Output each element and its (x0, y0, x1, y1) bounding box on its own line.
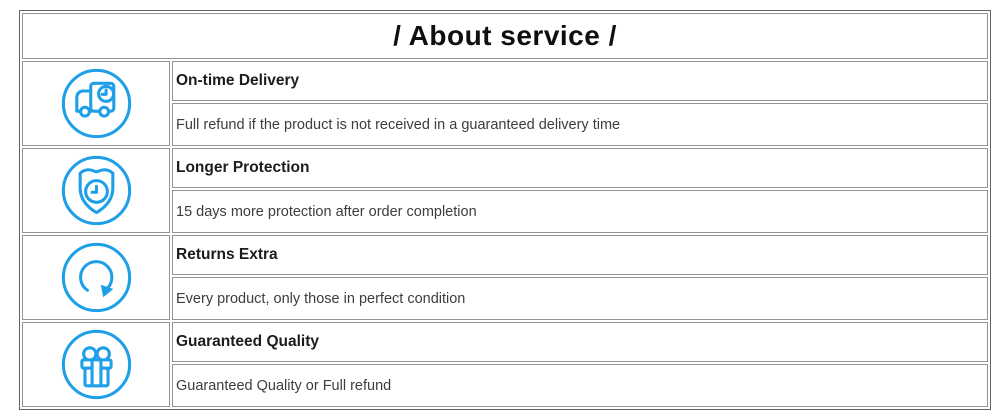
service-description: 15 days more protection after order comp… (172, 190, 988, 233)
delivery-icon-cell (22, 61, 170, 146)
service-description: Every product, only those in perfect con… (172, 277, 988, 320)
service-title: Guaranteed Quality (172, 322, 988, 362)
header-row: / About service / (22, 13, 988, 59)
truck-clock-icon (61, 68, 131, 139)
service-description: Full refund if the product is not receiv… (172, 103, 988, 146)
quality-icon-cell (22, 322, 170, 407)
service-row-delivery: On-time Delivery (22, 61, 988, 146)
service-row-protection-desc: 15 days more protection after order comp… (22, 190, 988, 233)
service-row-quality-desc: Guaranteed Quality or Full refund (22, 364, 988, 407)
about-service-table: / About service / On-time Delivery Full … (19, 10, 991, 410)
circular-arrow-icon (61, 242, 131, 313)
service-row-protection: Longer Protection (22, 148, 988, 233)
service-title: Returns Extra (172, 235, 988, 275)
protection-icon-cell (22, 148, 170, 233)
service-row-returns: Returns Extra (22, 235, 988, 320)
service-row-quality: Guaranteed Quality (22, 322, 988, 407)
service-description: Guaranteed Quality or Full refund (172, 364, 988, 407)
gift-box-icon (61, 329, 131, 400)
service-row-returns-desc: Every product, only those in perfect con… (22, 277, 988, 320)
shield-clock-icon (61, 155, 131, 226)
service-row-delivery-desc: Full refund if the product is not receiv… (22, 103, 988, 146)
service-title: Longer Protection (172, 148, 988, 188)
page-title: / About service / (22, 13, 988, 59)
service-title: On-time Delivery (172, 61, 988, 101)
returns-icon-cell (22, 235, 170, 320)
